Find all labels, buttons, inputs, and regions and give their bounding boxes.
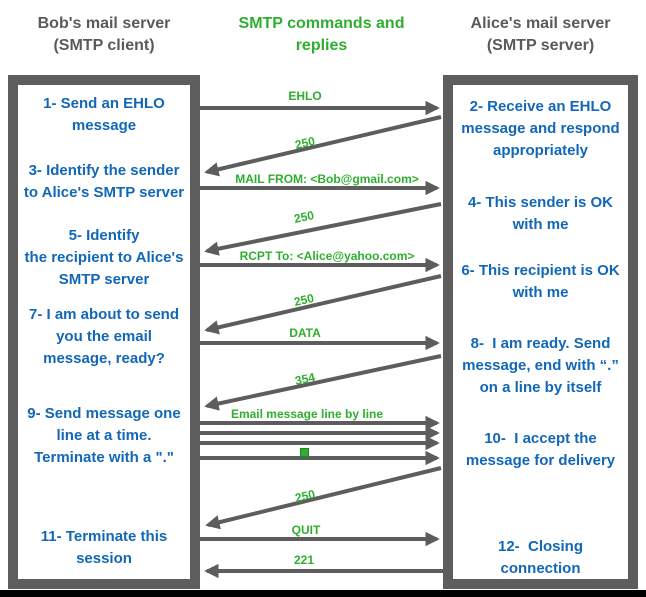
server-step-6: 6- This recipient is OK with me — [461, 262, 620, 301]
server-step-4: 4- This sender is OK with me — [467, 194, 614, 233]
message-label-email-line-1: Email message line by line — [230, 407, 384, 421]
message-label-rcpt-to: RCPT To: <Alice@yahoo.com> — [239, 249, 415, 263]
commands-header: SMTP commands and replies — [238, 15, 405, 55]
client-step-7: 7- I am about to send you the email mess… — [28, 306, 179, 367]
message-label-ehlo: EHLO — [288, 89, 322, 103]
client-step-11: 11- Terminate this session — [40, 528, 168, 567]
message-arrow-reply-250-c — [204, 274, 442, 335]
bottom-black-bar — [0, 590, 646, 597]
message-arrow-reply-354 — [204, 354, 442, 411]
client-step-9: 9- Send message one line at a time. Term… — [27, 405, 181, 466]
server-header: Alice's mail server (SMTP server) — [470, 15, 611, 55]
message-label-quit: QUIT — [291, 523, 321, 537]
client-step-3: 3- Identify the sender to Alice's SMTP s… — [23, 162, 185, 201]
message-arrow-reply-250-b — [204, 202, 442, 256]
message-label-reply-221: 221 — [293, 553, 315, 567]
server-box — [443, 75, 638, 589]
server-step-10: 10- I accept the message for delivery — [465, 430, 616, 469]
message-label-data: DATA — [289, 326, 321, 340]
server-step-2: 2- Receive an EHLO message and respond a… — [461, 98, 620, 159]
message-label-mail-from: MAIL FROM: <Bob@gmail.com> — [235, 172, 419, 186]
client-step-5: 5- Identify the recipient to Alice's SMT… — [24, 227, 184, 288]
terminating-dot-icon — [300, 448, 309, 457]
client-header: Bob's mail server (SMTP client) — [37, 15, 171, 55]
message-arrow-reply-250-d — [205, 466, 442, 530]
client-step-1: 1- Send an EHLO message — [43, 95, 165, 134]
server-step-12: 12- Closing connection — [497, 538, 583, 577]
server-step-8: 8- I am ready. Send message, end with “.… — [462, 335, 619, 396]
message-arrow-reply-250-a — [204, 115, 442, 177]
client-box — [8, 75, 200, 589]
